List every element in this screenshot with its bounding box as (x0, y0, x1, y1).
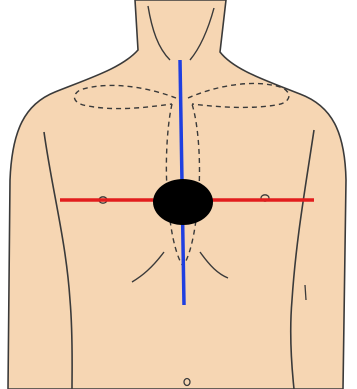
center-marker (153, 179, 213, 225)
